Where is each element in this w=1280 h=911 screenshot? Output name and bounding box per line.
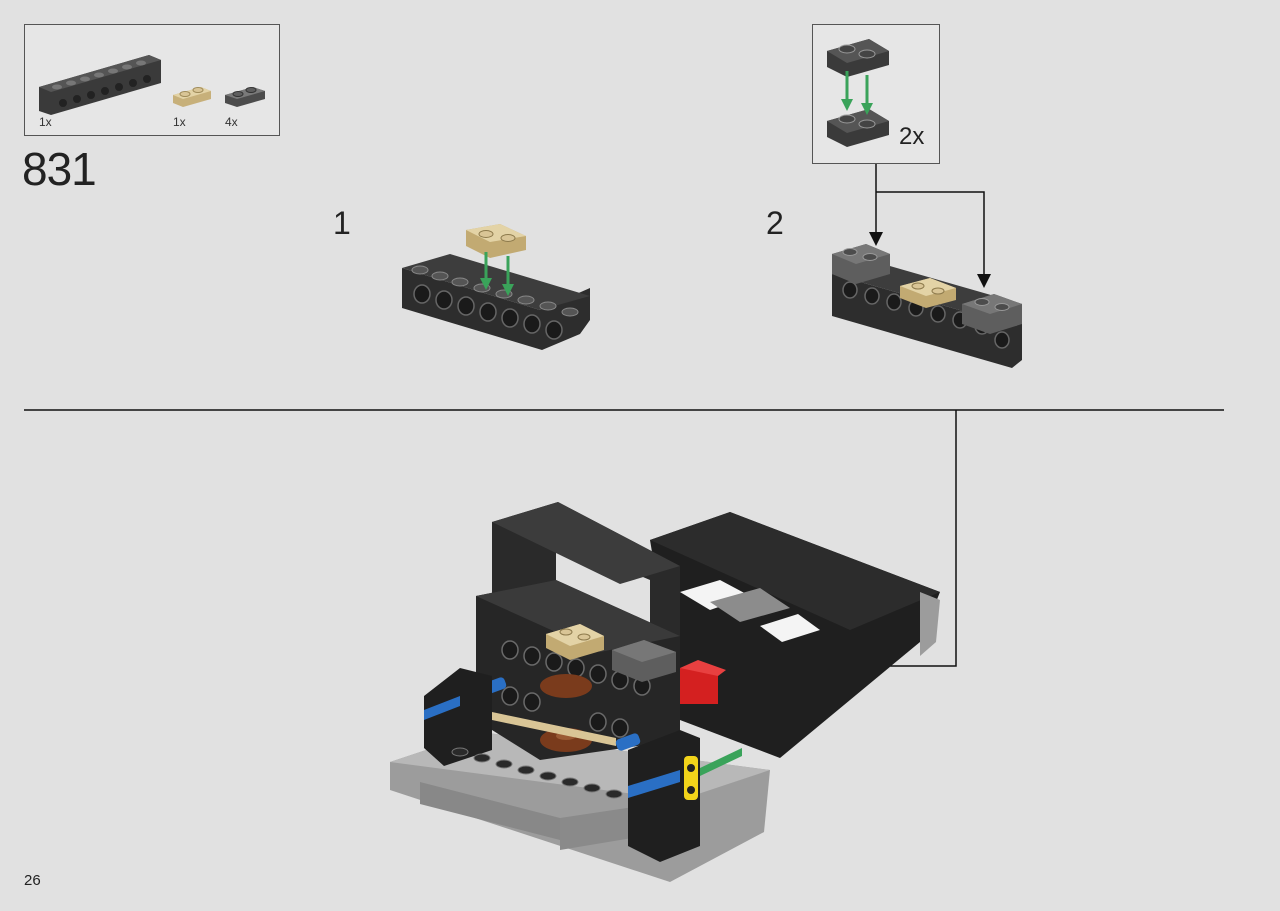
substep-2-illustration: [832, 244, 1022, 368]
substep-number-2: 2: [766, 205, 784, 241]
technic-brick-1x8-part: [39, 55, 161, 115]
step-number: 831: [22, 143, 97, 195]
callout-multiplier: 2x: [899, 123, 925, 150]
dark-grey-plate-part: [225, 87, 265, 107]
page-number: 26: [24, 872, 41, 889]
callout-box: 2x: [812, 24, 940, 164]
substep-number-1: 1: [333, 205, 351, 241]
main-model-illustration: [390, 502, 940, 882]
qty-technic-brick: 1x: [39, 115, 52, 129]
tan-plate-part: [173, 87, 211, 107]
qty-tan-plate: 1x: [173, 115, 186, 129]
callout-plate-illustration: [827, 39, 889, 147]
parts-list-box: 1x 1x 4x: [24, 24, 280, 136]
qty-dark-grey-plate: 4x: [225, 115, 238, 129]
substep-1-illustration: [402, 224, 590, 350]
